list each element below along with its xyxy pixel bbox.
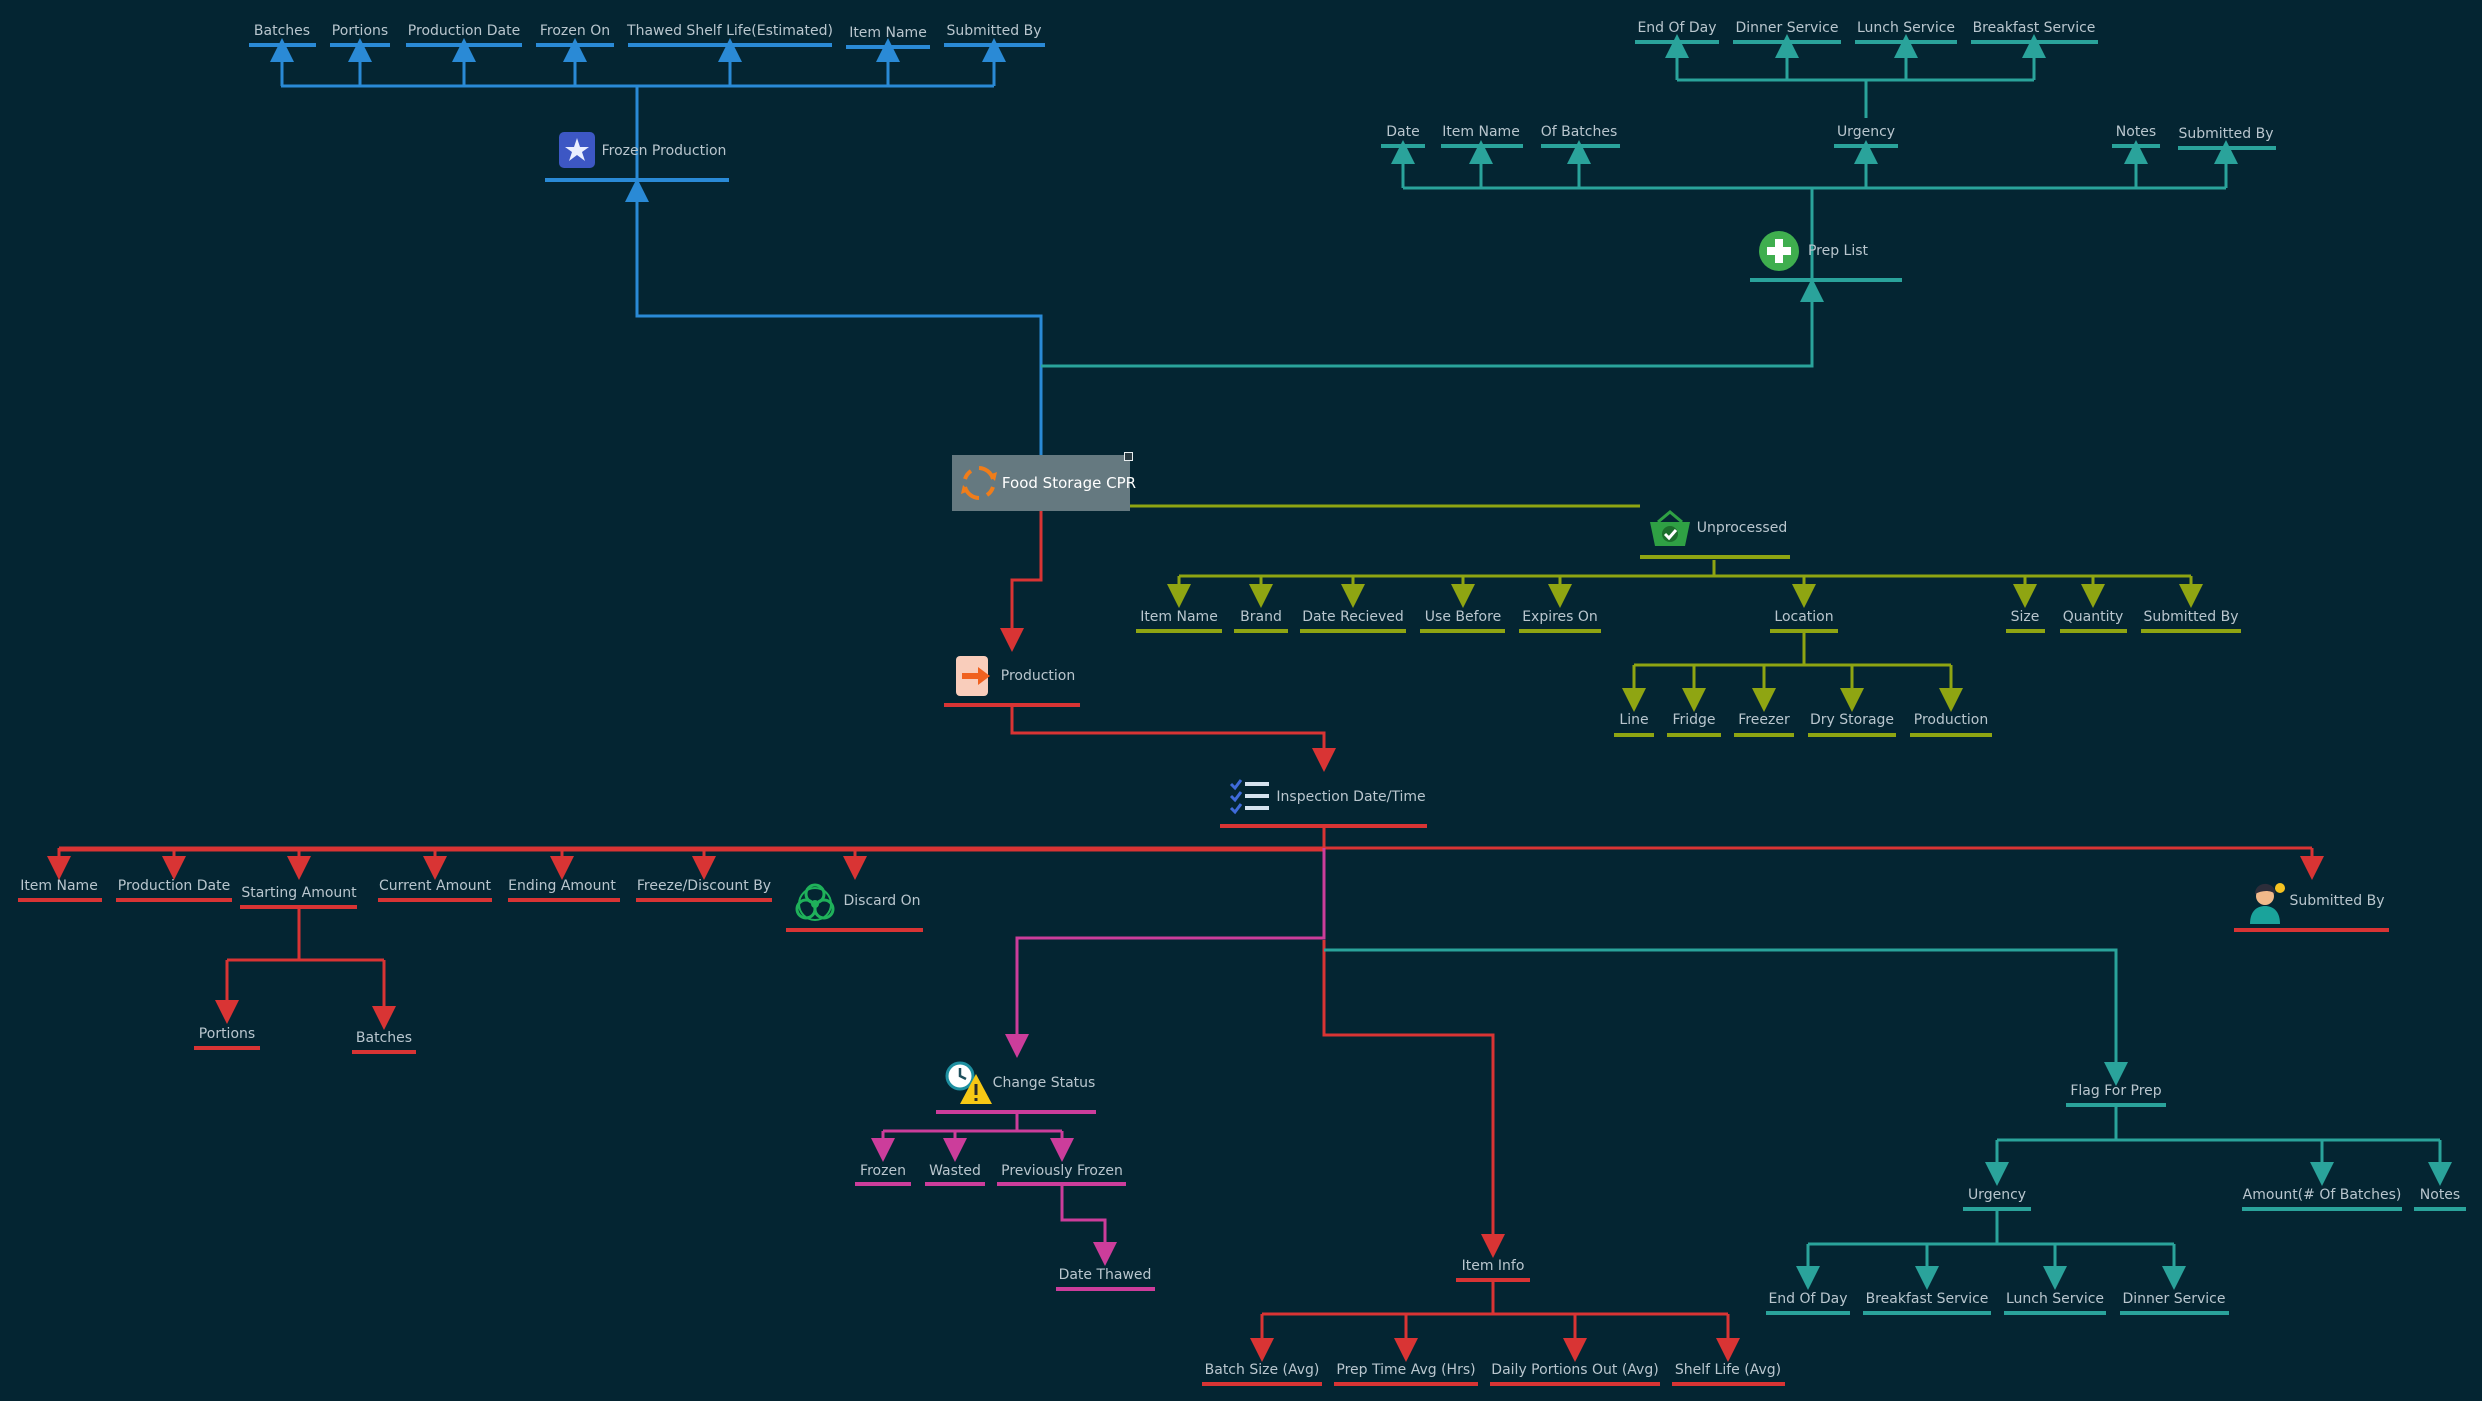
cs-previously-frozen[interactable]: Previously Frozen (1001, 1163, 1123, 1179)
up-field-date-recieved[interactable]: Date Recieved (1302, 609, 1404, 625)
connector-cs-date-thawed (1060, 1184, 1117, 1266)
clock-warning-icon (945, 1061, 992, 1104)
pl-field-submitted-by[interactable]: Submitted By (2178, 126, 2274, 142)
ffp-urgency-dinner-service[interactable]: Dinner Service (2122, 1291, 2226, 1307)
up-field-item-name[interactable]: Item Name (1140, 609, 1218, 625)
ffp-urgency[interactable]: Urgency (1967, 1187, 2027, 1203)
up-location-line[interactable]: Line (1619, 712, 1649, 728)
ii-prep-time[interactable]: Prep Time Avg (Hrs) (1336, 1362, 1476, 1378)
pr-field-production-date[interactable]: Production Date (117, 878, 231, 894)
fp-field-batches[interactable]: Batches (253, 23, 311, 39)
pr-starting-batches[interactable]: Batches (355, 1030, 413, 1046)
fp-field-item-name[interactable]: Item Name (849, 25, 927, 41)
root-label: Food Storage CPR (1001, 474, 1137, 492)
checklist-icon (1229, 779, 1269, 815)
connector-production-inspection (1010, 705, 1336, 772)
fp-field-thawed-shelf-life[interactable]: Thawed Shelf Life(Estimated) (627, 23, 833, 39)
up-field-location[interactable]: Location (1774, 609, 1834, 625)
pl-field-of-batches[interactable]: Of Batches (1540, 124, 1618, 140)
fp-field-frozen-on[interactable]: Frozen On (539, 23, 611, 39)
fp-field-production-date[interactable]: Production Date (407, 23, 521, 39)
flag-for-prep-node[interactable]: Flag For Prep (2070, 1083, 2162, 1099)
unprocessed-node[interactable]: Unprocessed (1696, 520, 1788, 536)
pl-urgency-end-of-day[interactable]: End Of Day (1637, 20, 1717, 36)
pr-field-current-amount[interactable]: Current Amount (378, 878, 492, 894)
pr-field-discard-on[interactable]: Discard On (843, 893, 921, 909)
pl-field-urgency[interactable]: Urgency (1836, 124, 1896, 140)
arrow-right-box-icon (956, 656, 990, 696)
cs-frozen[interactable]: Frozen (860, 1163, 906, 1179)
up-location-freezer[interactable]: Freezer (1738, 712, 1790, 728)
resize-handle[interactable] (1124, 452, 1133, 461)
biohazard-icon (795, 883, 835, 921)
ffp-urgency-breakfast-service[interactable]: Breakfast Service (1865, 1291, 1989, 1307)
ii-batch-size[interactable]: Batch Size (Avg) (1204, 1362, 1320, 1378)
up-field-brand[interactable]: Brand (1240, 609, 1282, 625)
refresh-icon (961, 466, 997, 500)
cs-wasted[interactable]: Wasted (929, 1163, 981, 1179)
root-node[interactable] (952, 452, 1133, 511)
connector-inspection-item-info (1322, 940, 1505, 1258)
frozen-production-node[interactable]: Frozen Production (601, 143, 727, 159)
cs-date-thawed[interactable]: Date Thawed (1058, 1267, 1152, 1283)
up-location-dry-storage[interactable]: Dry Storage (1809, 712, 1895, 728)
up-field-size[interactable]: Size (2010, 609, 2040, 625)
connector-root-production (1000, 511, 1043, 652)
connector-root-prep-list (1041, 278, 1824, 368)
pl-field-date[interactable]: Date (1386, 124, 1420, 140)
up-location-fridge[interactable]: Fridge (1672, 712, 1716, 728)
fp-field-submitted-by[interactable]: Submitted By (946, 23, 1042, 39)
pl-urgency-lunch-service[interactable]: Lunch Service (1856, 20, 1956, 36)
up-field-use-before[interactable]: Use Before (1424, 609, 1502, 625)
ii-daily-portions[interactable]: Daily Portions Out (Avg) (1491, 1362, 1659, 1378)
fp-field-portions[interactable]: Portions (331, 23, 389, 39)
ffp-urgency-lunch-service[interactable]: Lunch Service (2005, 1291, 2105, 1307)
pl-urgency-breakfast-service[interactable]: Breakfast Service (1972, 20, 2096, 36)
pr-field-submitted-by[interactable]: Submitted By (2289, 893, 2385, 909)
prep-list-node[interactable]: Prep List (1807, 243, 1869, 259)
basket-check-icon (1650, 510, 1690, 546)
up-field-quantity[interactable]: Quantity (2062, 609, 2124, 625)
connector-inspection-change-status (1005, 848, 1326, 1058)
connector-root-frozen-production (625, 178, 1043, 455)
plus-circle-icon (1759, 231, 1799, 271)
production-node[interactable]: Production (1000, 668, 1076, 684)
pl-field-item-name[interactable]: Item Name (1442, 124, 1520, 140)
pr-field-item-name[interactable]: Item Name (20, 878, 98, 894)
ii-shelf-life[interactable]: Shelf Life (Avg) (1674, 1362, 1782, 1378)
pr-field-freeze-discount-by[interactable]: Freeze/Discount By (636, 878, 772, 894)
frozen-star-icon (559, 132, 595, 168)
up-location-production[interactable]: Production (1913, 712, 1989, 728)
inspection-node[interactable]: Inspection Date/Time (1276, 789, 1426, 805)
person-icon (2250, 883, 2285, 924)
up-field-submitted-by[interactable]: Submitted By (2143, 609, 2239, 625)
change-status-node[interactable]: Change Status (992, 1075, 1096, 1091)
ffp-notes[interactable]: Notes (2419, 1187, 2461, 1203)
pl-urgency-dinner-service[interactable]: Dinner Service (1735, 20, 1839, 36)
pr-field-ending-amount[interactable]: Ending Amount (508, 878, 616, 894)
pr-starting-portions[interactable]: Portions (198, 1026, 256, 1042)
connector-inspection-flag-for-prep (1324, 948, 2128, 1086)
ffp-urgency-end-of-day[interactable]: End Of Day (1768, 1291, 1848, 1307)
ffp-amount[interactable]: Amount(# Of Batches) (2242, 1187, 2402, 1203)
item-info-node[interactable]: Item Info (1461, 1258, 1525, 1274)
pr-field-starting-amount[interactable]: Starting Amount (241, 885, 357, 901)
pl-field-notes[interactable]: Notes (2115, 124, 2157, 140)
up-field-expires-on[interactable]: Expires On (1522, 609, 1598, 625)
